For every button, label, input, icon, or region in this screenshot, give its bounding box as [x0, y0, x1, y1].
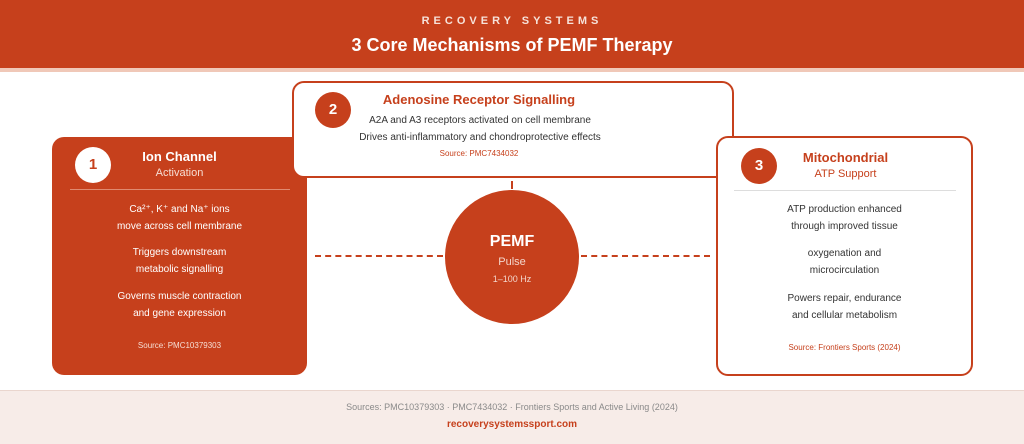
point-line: Governs muscle contraction — [117, 291, 242, 302]
header-accent-strip — [0, 68, 1024, 72]
mechanism-card-mitochondrial: 3 Mitochondrial ATP Support ATP producti… — [716, 136, 973, 376]
mechanism-card-adenosine: 2 Adenosine Receptor Signalling A2A and … — [292, 81, 734, 178]
point-line: A2A and A3 receptors activated on cell m… — [369, 115, 591, 126]
center-title: PEMF — [489, 233, 535, 250]
mechanism-number-badge: 3 — [741, 148, 777, 184]
header-banner: RECOVERY SYSTEMS 3 Core Mechanisms of PE… — [0, 0, 1024, 68]
mechanism-title: Ion Channel — [142, 149, 217, 164]
point-line: microcirculation — [809, 265, 880, 276]
point-line: through improved tissue — [791, 221, 898, 232]
point-line: Triggers downstream — [132, 247, 227, 258]
card-divider — [734, 190, 956, 191]
mechanism-source: Source: PMC10379303 — [137, 341, 222, 350]
brand-name: RECOVERY SYSTEMS — [421, 15, 603, 27]
mechanism-subtitle: Activation — [155, 167, 204, 179]
connector-left — [315, 255, 443, 257]
mechanism-point: Ca²⁺, K⁺ and Na⁺ ions move across cell m… — [52, 201, 307, 235]
mechanism-number-badge: 2 — [315, 92, 351, 128]
point-line: and gene expression — [133, 308, 226, 319]
center-subtitle: Pulse — [498, 256, 526, 268]
mechanism-card-ion-channel: 1 Ion Channel Activation Ca²⁺, K⁺ and Na… — [52, 137, 307, 375]
point-line: Powers repair, endurance — [787, 293, 902, 304]
center-frequency: 1–100 Hz — [492, 274, 532, 284]
page-title: 3 Core Mechanisms of PEMF Therapy — [351, 35, 673, 55]
mechanism-point: Governs muscle contraction and gene expr… — [52, 288, 307, 322]
mechanism-point: Powers repair, endurance and cellular me… — [718, 290, 971, 324]
footer-website-link[interactable]: recoverysystemssport.com — [446, 419, 578, 430]
point-line: Ca²⁺, K⁺ and Na⁺ ions — [129, 204, 230, 215]
point-line: oxygenation and — [807, 248, 882, 259]
mechanism-point: ATP production enhanced through improved… — [718, 201, 971, 235]
footer-sources: Sources: PMC10379303 · PMC7434032 · Fron… — [346, 402, 678, 412]
point-line: Drives anti-inflammatory and chondroprot… — [359, 132, 601, 143]
mechanism-point: oxygenation and microcirculation — [718, 245, 971, 279]
point-line: move across cell membrane — [116, 221, 243, 232]
point-line: and cellular metabolism — [791, 310, 898, 321]
card-divider — [70, 189, 290, 190]
mechanism-title: Mitochondrial — [802, 150, 889, 165]
connector-top — [511, 181, 513, 189]
footer: Sources: PMC10379303 · PMC7434032 · Fron… — [0, 390, 1024, 444]
mechanism-source: Source: Frontiers Sports (2024) — [788, 343, 901, 352]
mechanism-points: A2A and A3 receptors activated on cell m… — [294, 112, 666, 146]
pemf-center-node: PEMF Pulse 1–100 Hz — [445, 190, 579, 324]
point-line: ATP production enhanced — [787, 204, 902, 215]
point-line: metabolic signalling — [135, 264, 224, 275]
mechanism-point: Triggers downstream metabolic signalling — [52, 244, 307, 278]
mechanism-title: Adenosine Receptor Signalling — [382, 92, 576, 107]
mechanism-source: Source: PMC7434032 — [439, 149, 519, 158]
connector-right — [581, 255, 710, 257]
mechanism-subtitle: ATP Support — [814, 168, 877, 180]
mechanism-number-badge: 1 — [75, 147, 111, 183]
